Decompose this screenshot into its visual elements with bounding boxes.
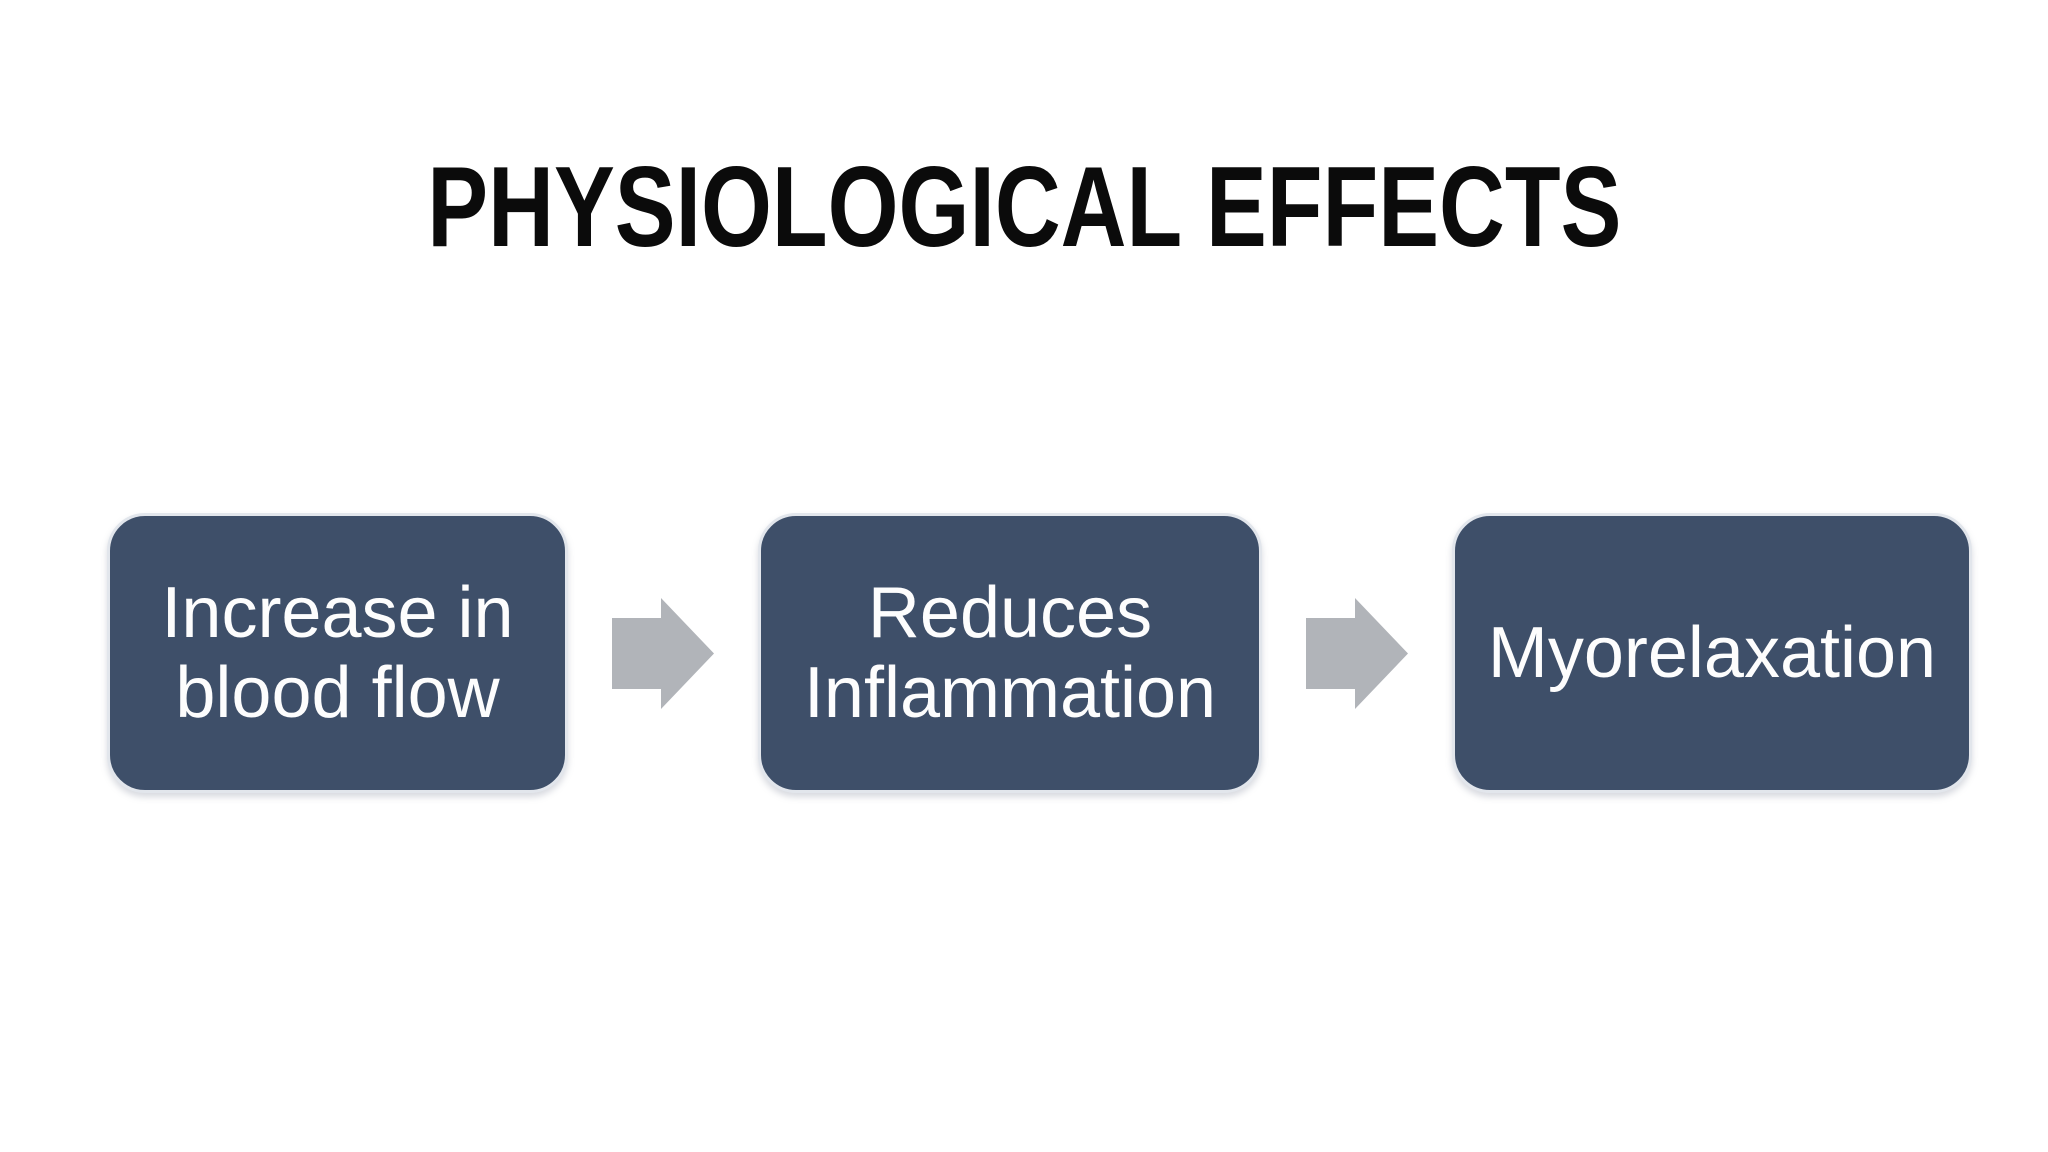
flow-step-box-1: Increase in blood flow: [107, 513, 568, 793]
process-flow-diagram: Increase in blood flow Reduces Inflammat…: [107, 513, 1972, 793]
flow-step-label: Reduces Inflammation: [803, 573, 1217, 733]
flow-step-box-3: Myorelaxation: [1452, 513, 1972, 793]
page-title-text: PHYSIOLOGICAL EFFECTS: [426, 144, 1622, 272]
flow-connector-2: [1262, 513, 1452, 793]
right-arrow-icon: [612, 597, 714, 709]
right-arrow-icon: [1306, 597, 1408, 709]
flow-step-box-2: Reduces Inflammation: [758, 513, 1262, 793]
flow-connector-1: [568, 513, 758, 793]
page-title: PHYSIOLOGICAL EFFECTS: [0, 151, 2048, 265]
flow-step-label: Myorelaxation: [1487, 613, 1937, 693]
flow-step-label: Increase in blood flow: [161, 573, 514, 733]
